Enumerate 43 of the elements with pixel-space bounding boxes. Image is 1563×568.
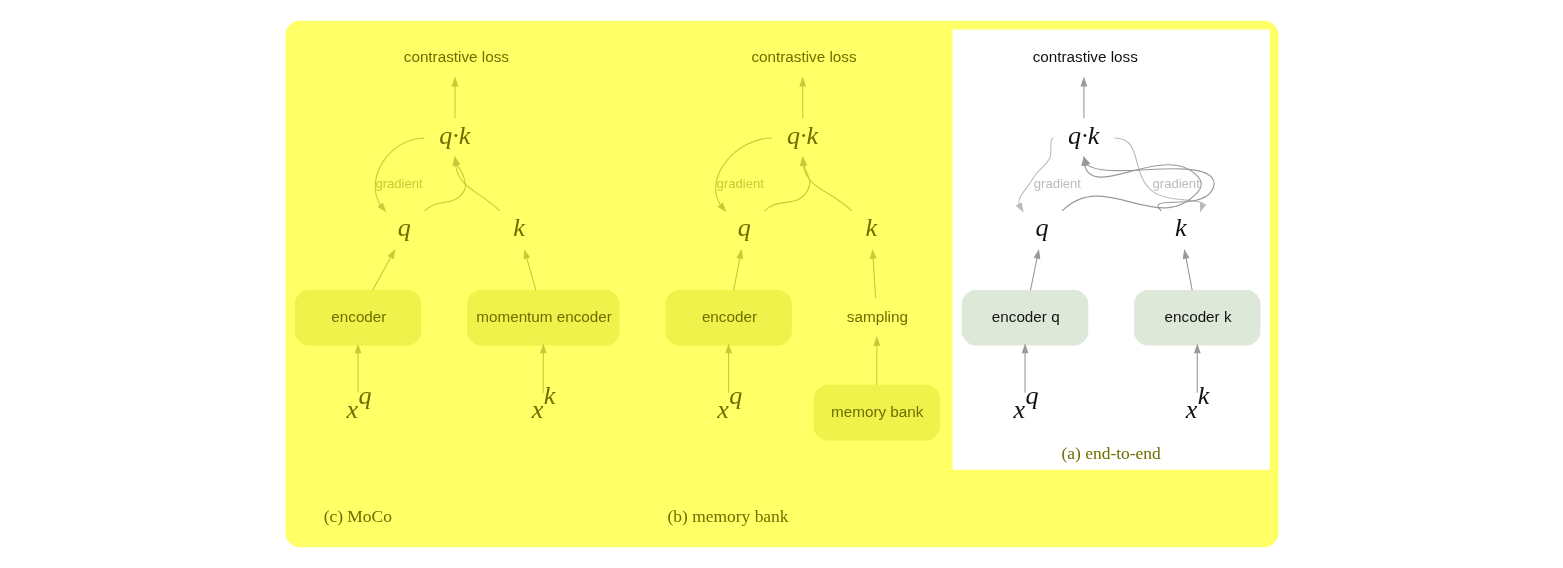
arrow — [869, 248, 877, 299]
arrow — [1079, 76, 1087, 119]
arrow — [1015, 137, 1054, 213]
node-box: encoder k — [1133, 290, 1260, 346]
node-text: q — [397, 213, 411, 243]
edge-label: gradient — [1152, 175, 1200, 191]
node-text: k — [512, 213, 525, 243]
arrow — [1029, 248, 1040, 291]
arrow — [732, 248, 743, 291]
arrow — [451, 76, 458, 119]
node-text: q·k — [786, 120, 818, 150]
edge-label: gradient — [1033, 175, 1081, 191]
arrow — [523, 248, 536, 291]
arrow — [1113, 137, 1207, 213]
arrow — [539, 343, 547, 394]
arrow — [1193, 343, 1201, 394]
arrow — [1182, 248, 1193, 291]
arrow — [354, 343, 361, 394]
node-text: q — [737, 213, 751, 243]
node-text: contrastive loss — [750, 48, 857, 66]
node-box: encoder — [294, 290, 421, 346]
node-box: encoder q — [961, 290, 1088, 346]
node-text: k — [864, 213, 877, 243]
node-box: encoder — [664, 290, 792, 346]
label: (c) MoCo — [323, 506, 392, 527]
node-text: contrastive loss — [1032, 48, 1138, 66]
arrow — [872, 335, 880, 386]
arrow — [714, 137, 773, 213]
arrow — [1021, 343, 1028, 394]
node-text: sampling — [846, 307, 908, 325]
node-text: contrastive loss — [403, 48, 509, 66]
arrow — [371, 249, 395, 291]
arrow — [798, 76, 806, 119]
arrow — [374, 137, 425, 213]
node-text: k — [1174, 213, 1187, 243]
node-box: memory bank — [813, 384, 940, 441]
cluster — [285, 20, 1278, 548]
node-box: momentum encoder — [466, 290, 620, 346]
node-text: q — [1034, 213, 1048, 243]
arrow — [724, 343, 732, 394]
node-text: q·k — [1067, 120, 1099, 150]
node-text: q·k — [438, 120, 470, 150]
label: (b) memory bank — [667, 506, 789, 527]
